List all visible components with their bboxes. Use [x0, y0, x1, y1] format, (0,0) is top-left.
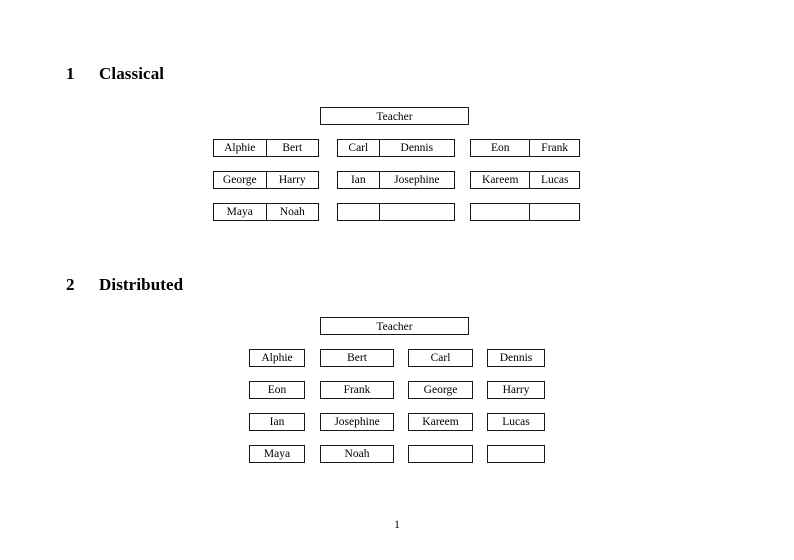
seat-box: Josephine — [320, 413, 394, 431]
teacher-box: Teacher — [320, 317, 469, 335]
seat-cell: Maya — [226, 206, 253, 218]
seat-cell: Eon — [490, 142, 510, 154]
seat-cell: George — [222, 174, 257, 186]
table-row: Alphie Bert — [213, 139, 319, 157]
seat-box: Carl — [408, 349, 473, 367]
seat-box: Frank — [320, 381, 394, 399]
teacher-box: Teacher — [320, 107, 469, 125]
table-row: Ian Josephine — [337, 171, 455, 189]
seat-box: Harry — [487, 381, 545, 399]
section-title: Distributed — [99, 275, 184, 294]
seat-box: George — [408, 381, 473, 399]
table-row: George Harry — [213, 171, 319, 189]
seat-box: Kareem — [408, 413, 473, 431]
seat-cell: Frank — [529, 140, 579, 156]
page-number: 1 — [394, 519, 400, 531]
table-row: Eon Frank — [470, 139, 580, 157]
section-heading-classical: 1 Classical — [66, 64, 164, 84]
seat-box: Noah — [320, 445, 394, 463]
seat-box: Maya — [249, 445, 305, 463]
seat-cell-empty — [378, 204, 454, 220]
table-row: Carl Dennis — [337, 139, 455, 157]
seat-box-empty — [487, 445, 545, 463]
seat-cell: Bert — [265, 140, 319, 156]
seat-box-empty — [408, 445, 473, 463]
seat-cell-empty — [471, 204, 529, 220]
seat-cell: Carl — [348, 142, 369, 154]
seat-box: Alphie — [249, 349, 305, 367]
seat-cell-empty — [529, 204, 579, 220]
section-number: 2 — [66, 275, 75, 294]
seat-cell: Ian — [350, 174, 366, 186]
section-title: Classical — [99, 64, 165, 83]
seat-cell: Noah — [265, 204, 319, 220]
section-heading-distributed: 2 Distributed — [66, 275, 183, 295]
seat-cell-empty — [338, 204, 379, 220]
seat-box: Bert — [320, 349, 394, 367]
section-number: 1 — [66, 64, 75, 83]
table-row: Kareem Lucas — [470, 171, 580, 189]
seat-box: Dennis — [487, 349, 545, 367]
seat-box: Eon — [249, 381, 305, 399]
seat-cell: Josephine — [378, 172, 454, 188]
table-row — [470, 203, 580, 221]
seat-cell: Alphie — [224, 142, 256, 154]
seat-box: Ian — [249, 413, 305, 431]
seat-cell: Kareem — [482, 174, 519, 186]
seat-cell: Harry — [265, 172, 319, 188]
seat-cell: Dennis — [378, 140, 454, 156]
table-row — [337, 203, 455, 221]
table-row: Maya Noah — [213, 203, 319, 221]
seat-box: Lucas — [487, 413, 545, 431]
seat-cell: Lucas — [529, 172, 579, 188]
